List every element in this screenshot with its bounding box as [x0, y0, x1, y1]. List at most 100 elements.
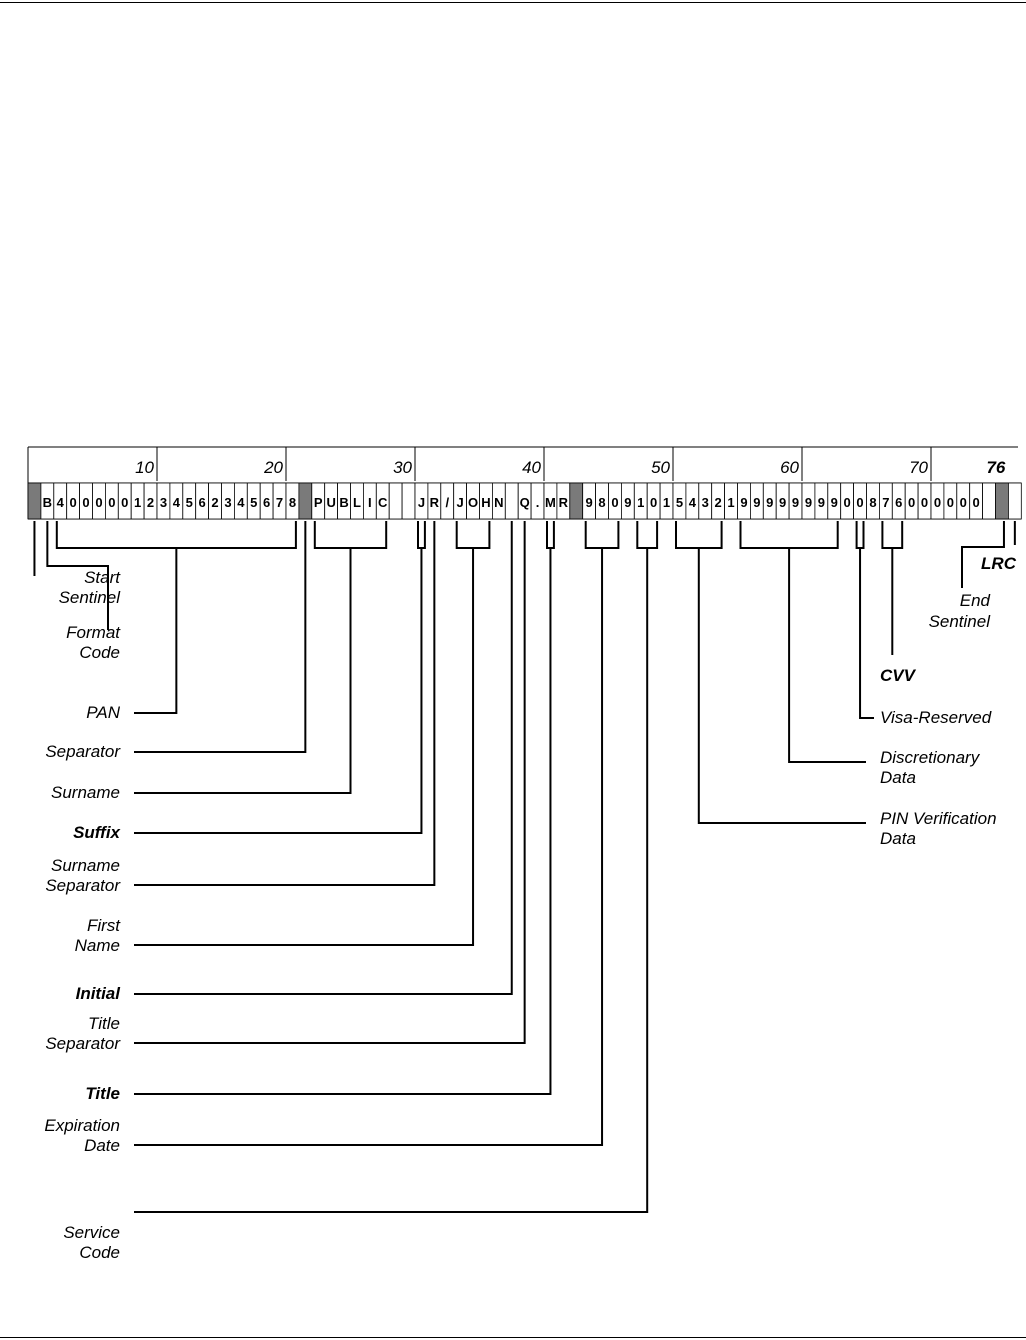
- track-cell-char: 1: [663, 495, 670, 510]
- leader-pan: [134, 548, 178, 714]
- track-cell-char: 4: [237, 495, 245, 510]
- leader-surname-separator: [134, 521, 436, 886]
- track-cell-char: 2: [211, 495, 218, 510]
- ruler-label-30: 30: [393, 458, 412, 477]
- track-cell-char: 0: [108, 495, 115, 510]
- leader-end-sentinel: [961, 521, 1005, 588]
- track-cell-char: 9: [766, 495, 773, 510]
- label-visa-reserved: Visa-Reserved: [880, 708, 992, 727]
- track-cell-char: 6: [199, 495, 206, 510]
- title-bracket: [546, 521, 555, 549]
- track-cell-char: I: [368, 495, 372, 510]
- label-pin-verification-data-line-1: PIN Verification: [880, 809, 997, 828]
- service-code-bracket: [636, 521, 659, 549]
- track-cell-char: 9: [818, 495, 825, 510]
- track-cell-char: R: [559, 495, 569, 510]
- track-cell-char: H: [481, 495, 490, 510]
- track-cell-char: 3: [160, 495, 167, 510]
- track-cell-char: 6: [263, 495, 270, 510]
- track-cell-char: J: [457, 495, 464, 510]
- leader-first-name: [134, 548, 475, 946]
- leader-title: [134, 548, 552, 1095]
- track-cell-char: 8: [869, 495, 876, 510]
- track-cell: [995, 482, 1009, 520]
- leader-pin-verification-data: [697, 548, 866, 824]
- track-cell-char: 0: [611, 495, 618, 510]
- label-cvv: CVV: [880, 666, 917, 685]
- leader-discretionary-data: [788, 548, 866, 763]
- label-surname-separator-line-1: Surname: [51, 856, 120, 875]
- track-cell-char: 9: [831, 495, 838, 510]
- label-end-sentinel-line-1: End: [960, 591, 991, 610]
- track-cell-char: O: [468, 495, 478, 510]
- track-cell-char: 9: [805, 495, 812, 510]
- track-cell-char: 1: [727, 495, 734, 510]
- leader-title-separator: [134, 521, 526, 1044]
- track-cell-char: 5: [676, 495, 683, 510]
- track-cell-char: N: [494, 495, 503, 510]
- suffix-bracket: [417, 521, 426, 549]
- label-service-code-line-2: Code: [79, 1243, 120, 1262]
- track-cell-char: 0: [921, 495, 928, 510]
- label-suffix: Suffix: [73, 823, 121, 842]
- ruler-label-50: 50: [651, 458, 670, 477]
- ruler-label-20: 20: [263, 458, 283, 477]
- track-cell-char: 9: [779, 495, 786, 510]
- track-cell-char: 9: [792, 495, 799, 510]
- top-rule: [0, 2, 1026, 3]
- label-format-code-line-1: Format: [66, 623, 121, 642]
- label-initial: Initial: [76, 984, 122, 1003]
- track-cell-char: 2: [715, 495, 722, 510]
- label-title-separator-line-2: Separator: [45, 1034, 121, 1053]
- track-cell-char: 4: [173, 495, 181, 510]
- track-cell-char: 0: [973, 495, 980, 510]
- leader-surname: [134, 548, 352, 794]
- label-discretionary-data-line-1: Discretionary: [880, 748, 981, 767]
- leader-expiration-date: [134, 548, 604, 1146]
- track-cell-char: 0: [844, 495, 851, 510]
- track-cell-char: 3: [224, 495, 231, 510]
- track-cell-char: P: [314, 495, 323, 510]
- track-cell: [569, 482, 584, 520]
- label-pan: PAN: [86, 703, 120, 722]
- label-title-separator-line-1: Title: [88, 1014, 120, 1033]
- track-cell-char: 6: [895, 495, 902, 510]
- label-first-name-line-2: Name: [75, 936, 120, 955]
- track-cell-char: 4: [689, 495, 697, 510]
- track-cell-char: 0: [82, 495, 89, 510]
- track-cell-char: 9: [753, 495, 760, 510]
- track-cell-char: 1: [134, 495, 141, 510]
- track-cell-char: 0: [121, 495, 128, 510]
- track-cell: [504, 482, 519, 520]
- label-surname: Surname: [51, 783, 120, 802]
- label-lrc: LRC: [981, 554, 1017, 573]
- label-title: Title: [85, 1084, 120, 1103]
- track-cell-char: 0: [95, 495, 102, 510]
- first-name-bracket: [455, 521, 491, 549]
- track-cell-char: 7: [276, 495, 283, 510]
- track-cell-char: 7: [882, 495, 889, 510]
- label-separator: Separator: [45, 742, 121, 761]
- label-service-code-line-1: Service: [63, 1223, 120, 1242]
- leader-visa-reserved: [859, 548, 874, 719]
- track-cell: [401, 482, 416, 520]
- cvv-bracket: [881, 521, 904, 549]
- leader-service-code: [134, 548, 649, 1213]
- track-cell-char: 0: [908, 495, 915, 510]
- track-cell-char: 0: [650, 495, 657, 510]
- ruler-label-60: 60: [780, 458, 799, 477]
- label-format-code-line-2: Code: [79, 643, 120, 662]
- surname-bracket: [313, 521, 388, 549]
- track-cell-char: 1: [637, 495, 644, 510]
- discretionary-data-bracket: [739, 521, 839, 549]
- track-cell-char: M: [545, 495, 556, 510]
- track-cell-char: /: [445, 495, 449, 510]
- ruler-label-70: 70: [909, 458, 928, 477]
- label-pin-verification-data-line-2: Data: [880, 829, 916, 848]
- expiration-date-bracket: [584, 521, 620, 549]
- label-expiration-date-line-2: Date: [84, 1136, 120, 1155]
- track-cell: [982, 482, 996, 520]
- bottom-rule: [0, 1337, 1026, 1338]
- track-cell-char: 5: [186, 495, 193, 510]
